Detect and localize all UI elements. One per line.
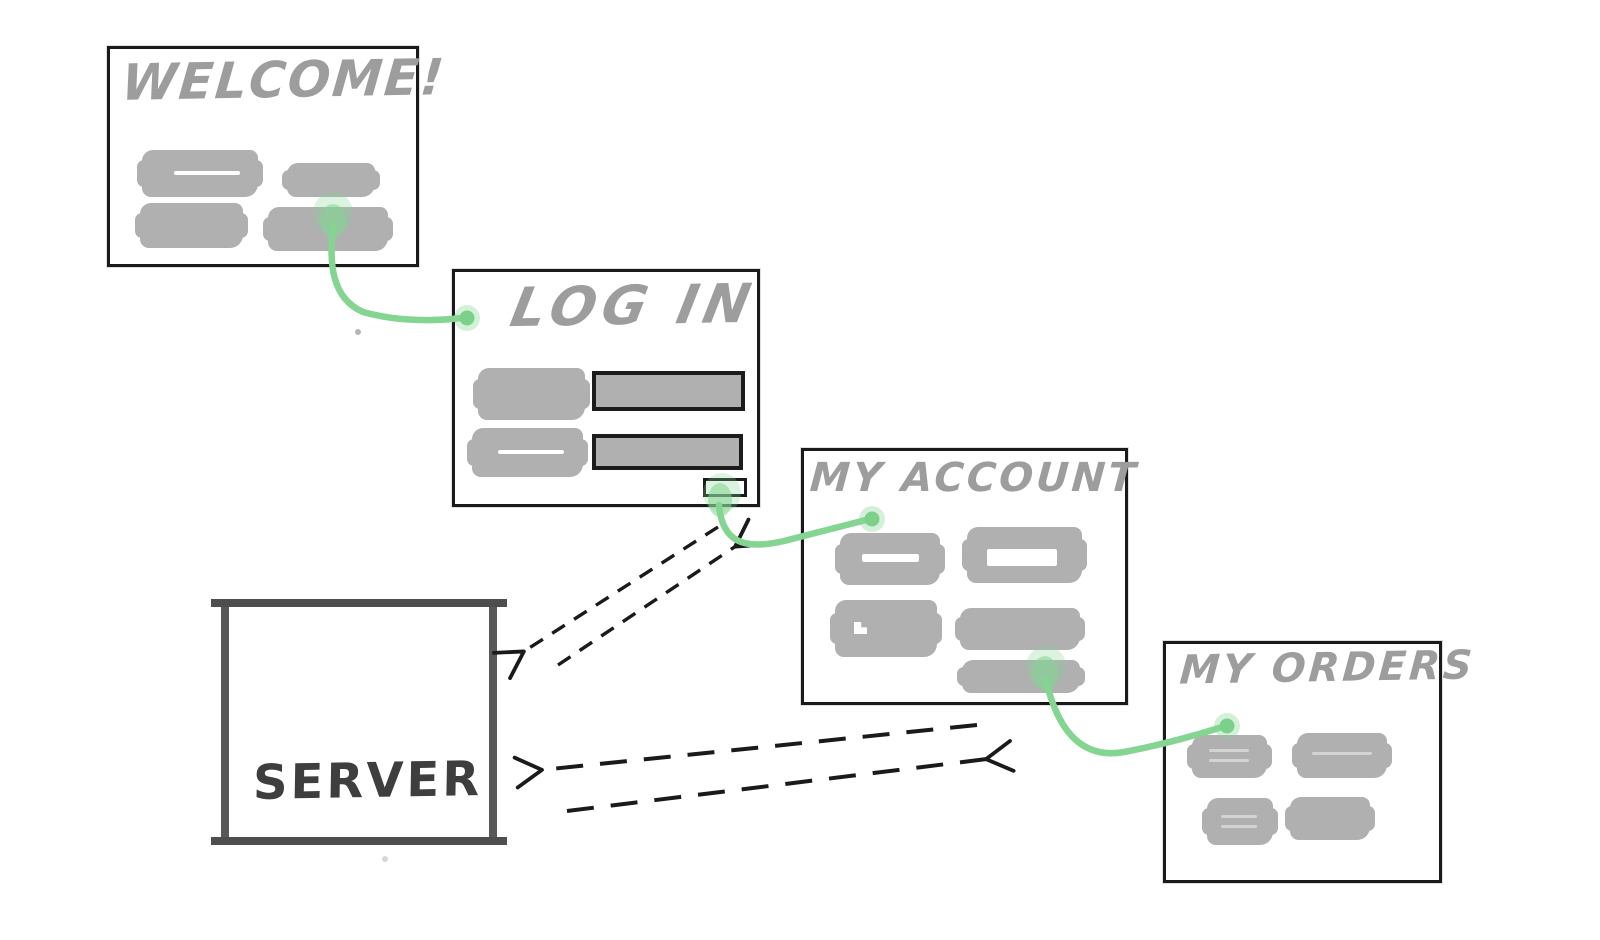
welcome-title: WELCOME! xyxy=(119,48,448,112)
welcome-button-3[interactable] xyxy=(135,203,248,248)
dashed-arrow-server-to-orders xyxy=(566,739,1016,813)
button-text-placeholder xyxy=(862,554,919,562)
account-title: MY ACCOUNT xyxy=(808,455,1140,501)
welcome-button-4[interactable] xyxy=(263,207,393,251)
account-button-5[interactable] xyxy=(957,660,1085,693)
welcome-screen: WELCOME! xyxy=(107,46,448,267)
orders-item-2[interactable] xyxy=(1292,733,1392,778)
orders-screen: MY ORDERS xyxy=(1163,641,1476,883)
login-input-1[interactable] xyxy=(592,371,745,411)
button-field-placeholder xyxy=(987,549,1057,566)
login-screen: LOG IN xyxy=(452,269,762,507)
account-screen: MY ACCOUNT xyxy=(801,448,1140,705)
server-node: SERVER xyxy=(211,599,507,845)
orders-item-1[interactable] xyxy=(1187,735,1272,778)
item-text-placeholder xyxy=(1221,825,1257,828)
orders-item-3[interactable] xyxy=(1202,798,1278,845)
account-button-4[interactable] xyxy=(955,608,1085,650)
welcome-button-1[interactable] xyxy=(137,150,263,197)
ink-speck xyxy=(355,329,361,335)
login-submit-button[interactable] xyxy=(703,478,747,497)
dashed-arrow-login-to-server xyxy=(491,525,719,681)
account-button-3[interactable] xyxy=(830,600,942,657)
item-text-placeholder xyxy=(1221,815,1257,818)
welcome-button-2[interactable] xyxy=(282,163,380,197)
dashed-arrow-orders-to-server xyxy=(512,723,978,790)
login-label-1 xyxy=(473,368,590,420)
login-input-2[interactable] xyxy=(592,434,743,470)
server-label: SERVER xyxy=(252,750,483,812)
login-label-2 xyxy=(467,428,588,477)
ink-speck xyxy=(382,856,388,862)
item-text-placeholder xyxy=(1209,749,1249,752)
account-button-2[interactable] xyxy=(962,527,1087,583)
orders-title: MY ORDERS xyxy=(1178,642,1477,694)
dashed-arrow-server-to-login xyxy=(557,517,768,667)
button-text-placeholder xyxy=(174,171,240,175)
button-glyph-placeholder xyxy=(854,622,867,634)
item-text-placeholder xyxy=(1209,759,1249,762)
item-text-placeholder xyxy=(1312,752,1372,755)
label-text-placeholder xyxy=(498,450,564,454)
account-button-1[interactable] xyxy=(835,533,945,585)
orders-item-4[interactable] xyxy=(1285,797,1375,840)
login-title: LOG IN xyxy=(505,271,762,340)
